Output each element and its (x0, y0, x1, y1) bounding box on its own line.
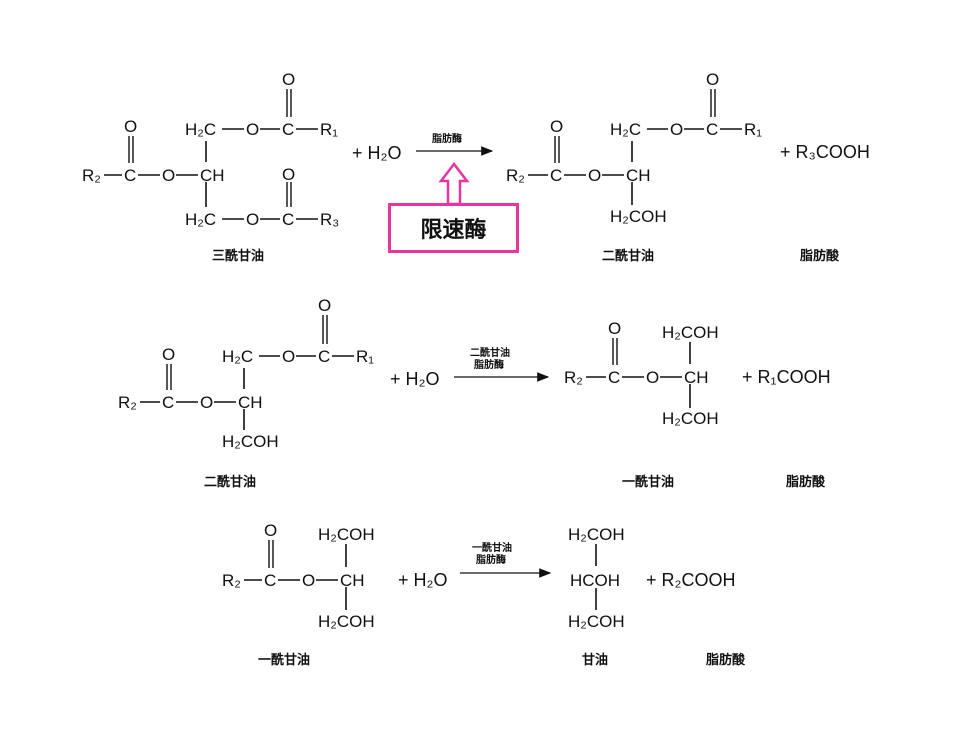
glycerol-structure: H₂COH HCOH H₂COH (568, 525, 625, 631)
water-1: + H₂O (352, 143, 402, 163)
svg-text:H₂COH: H₂COH (222, 432, 279, 451)
enzyme-2-label-line1: 二酰甘油 (470, 346, 510, 359)
svg-text:H₂COH: H₂COH (610, 207, 667, 226)
enzyme-1-label: 脂肪酶 (431, 132, 462, 145)
ester-oxygen: O (162, 166, 175, 185)
svg-text:HCOH: HCOH (570, 571, 620, 590)
svg-text:O: O (670, 120, 683, 139)
r1cooh-formula: + R₁COOH (742, 367, 831, 387)
svg-text:C: C (264, 571, 276, 590)
svg-text:O: O (282, 70, 295, 89)
svg-text:O: O (282, 347, 295, 366)
svg-text:H₂C: H₂C (610, 120, 641, 139)
fatty-acid-label-2: 脂肪酸 (785, 474, 826, 490)
svg-text:R₂: R₂ (118, 393, 137, 412)
svg-text:C: C (608, 368, 620, 387)
svg-text:R₂: R₂ (506, 166, 525, 185)
svg-text:O: O (302, 571, 315, 590)
svg-text:H₂COH: H₂COH (568, 525, 625, 544)
r2-label: R₂ (82, 166, 101, 185)
top-h2c: H₂C (185, 120, 216, 139)
carbonyl-oxygen: O (124, 117, 137, 136)
svg-text:R₂: R₂ (222, 571, 241, 590)
svg-text:C: C (550, 166, 562, 185)
svg-text:C: C (318, 347, 330, 366)
bottom-h2c: H₂C (185, 210, 216, 229)
svg-text:R₂: R₂ (564, 368, 583, 387)
reaction-3: R₂ C O O CH H₂COH H₂COH 一酰甘油 + H₂O 一酰甘油 … (222, 521, 746, 668)
svg-text:H₂COH: H₂COH (318, 612, 375, 631)
r3cooh-formula: + R₃COOH (780, 142, 870, 162)
svg-text:O: O (264, 521, 277, 540)
water-2: + H₂O (390, 369, 440, 389)
svg-text:O: O (246, 120, 259, 139)
svg-text:O: O (550, 117, 563, 136)
svg-text:R₁: R₁ (744, 120, 762, 139)
rate-limiting-enzyme-annotation: 限速酶 (388, 203, 519, 253)
diacylglycerol-structure-2: R₂ C O O CH H₂C O C O R₁ H₂COH (118, 296, 374, 451)
diacylglycerol-product-1: R₂ C O O CH H₂C O C O R₁ H₂COH (506, 70, 762, 226)
enzyme-3-label-line2: 脂肪酶 (475, 553, 506, 566)
diacylglycerol-label-2: 二酰甘油 (204, 474, 256, 490)
rate-limiting-enzyme-text: 限速酶 (420, 218, 487, 243)
triacylglycerol-label: 三酰甘油 (212, 248, 264, 264)
glycerol-label: 甘油 (582, 652, 608, 668)
svg-text:H₂C: H₂C (222, 347, 253, 366)
svg-text:O: O (706, 70, 719, 89)
svg-text:O: O (646, 368, 659, 387)
svg-text:R₁: R₁ (356, 347, 374, 366)
svg-text:CH: CH (340, 571, 365, 590)
r3-label: R₃ (320, 210, 339, 229)
monoacylglycerol-structure-3: R₂ C O O CH H₂COH H₂COH (222, 521, 375, 631)
svg-text:H₂COH: H₂COH (662, 323, 719, 342)
svg-text:O: O (608, 319, 621, 338)
svg-text:O: O (588, 166, 601, 185)
svg-text:CH: CH (626, 166, 651, 185)
svg-text:C: C (282, 210, 294, 229)
svg-text:C: C (162, 393, 174, 412)
carbonyl-carbon: C (124, 166, 136, 185)
r2cooh-formula: + R₂COOH (646, 570, 736, 590)
fatty-acid-label-3: 脂肪酸 (705, 652, 746, 668)
svg-text:O: O (162, 345, 175, 364)
reaction-1: R₂ C O O CH H₂C O C O R₁ H₂C O (82, 70, 870, 264)
svg-text:O: O (282, 165, 295, 184)
svg-text:CH: CH (684, 368, 709, 387)
svg-text:H₂COH: H₂COH (662, 409, 719, 428)
fatty-acid-label-1: 脂肪酸 (799, 248, 840, 264)
monoacylglycerol-product-2: R₂ C O O CH H₂COH H₂COH (564, 319, 719, 428)
water-3: + H₂O (398, 570, 448, 590)
svg-text:C: C (282, 120, 294, 139)
monoacylglycerol-label-2: 一酰甘油 (622, 474, 674, 490)
monoacylglycerol-label-3: 一酰甘油 (258, 652, 310, 668)
svg-text:H₂COH: H₂COH (568, 612, 625, 631)
svg-text:C: C (706, 120, 718, 139)
reaction-2: R₂ C O O CH H₂C O C O R₁ H₂COH 二酰甘油 + H₂… (118, 296, 831, 490)
r1-label: R₁ (320, 120, 338, 139)
svg-text:H₂COH: H₂COH (318, 525, 375, 544)
enzyme-3-label-line1: 一酰甘油 (472, 541, 512, 554)
enzyme-2-label-line2: 脂肪酶 (473, 358, 504, 371)
diacylglycerol-label-1: 二酰甘油 (602, 248, 654, 264)
annotation-up-arrow (438, 161, 470, 206)
svg-text:O: O (246, 210, 259, 229)
svg-text:CH: CH (238, 393, 263, 412)
svg-text:O: O (200, 393, 213, 412)
svg-text:O: O (318, 296, 331, 315)
glycerol-ch: CH (200, 166, 225, 185)
triacylglycerol-structure: R₂ C O O CH H₂C O C O R₁ H₂C O (82, 70, 339, 229)
